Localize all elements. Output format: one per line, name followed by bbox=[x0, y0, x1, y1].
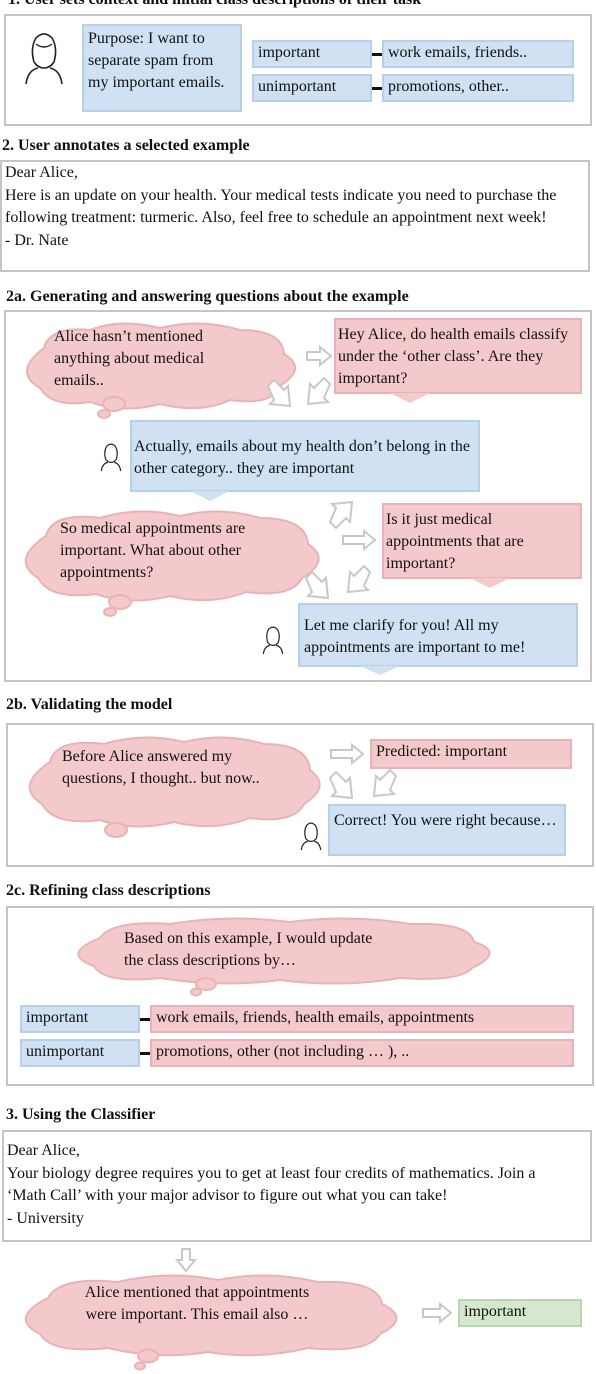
thought-cloud bbox=[26, 322, 296, 419]
class-connector bbox=[372, 87, 382, 90]
hollow-arrow-down-left bbox=[372, 768, 398, 798]
purpose-box: Purpose: I want to separate spam from my… bbox=[82, 24, 242, 112]
thought-text: Before Alice answered my questions, I th… bbox=[62, 748, 260, 787]
class-connector bbox=[372, 53, 382, 56]
thought-cloud-1: Alice hasn’t mentioned anything about me… bbox=[10, 318, 304, 419]
class-desc-important: work emails, friends.. bbox=[382, 40, 574, 68]
class-desc-label: work emails, friends.. bbox=[388, 44, 528, 61]
classification-result: important bbox=[458, 1299, 582, 1327]
example-email: Dear Alice, Here is an update on your he… bbox=[5, 164, 557, 249]
answer-text: Let me clarify for you! All my appointme… bbox=[304, 617, 526, 656]
thought-cloud bbox=[77, 917, 491, 997]
feedback-text: Correct! You were right because… bbox=[334, 812, 557, 829]
class-name-important: important bbox=[252, 40, 372, 68]
class-desc-label: promotions, other (not including … ), .. bbox=[156, 1043, 410, 1060]
hollow-arrow-up-right bbox=[328, 500, 354, 530]
new-email: Dear Alice, Your biology degree requires… bbox=[7, 1142, 536, 1227]
speech-tail bbox=[470, 578, 510, 588]
class-connector bbox=[140, 1018, 150, 1021]
answer-text: Actually, emails about my health don’t b… bbox=[134, 438, 470, 477]
thought-text: Alice mentioned that appointments were i… bbox=[84, 1284, 310, 1323]
thought-text: Alice hasn’t mentioned anything about me… bbox=[54, 328, 205, 389]
hollow-arrow-down-right bbox=[304, 570, 330, 600]
feedback-box: Correct! You were right because… bbox=[328, 804, 566, 856]
class-name-label: unimportant bbox=[258, 78, 337, 95]
step3-email-panel bbox=[2, 1130, 592, 1242]
question-box-2: Is it just medical appointments that are… bbox=[382, 503, 582, 579]
thought-text: So medical appointments are important. W… bbox=[60, 520, 246, 581]
result-label: important bbox=[464, 1303, 527, 1320]
thought-cloud-5: Alice mentioned that appointments were i… bbox=[8, 1272, 412, 1372]
class-connector bbox=[140, 1052, 150, 1055]
thought-cloud-3: Before Alice answered my questions, I th… bbox=[14, 732, 330, 844]
class-name-unimportant: unimportant bbox=[252, 74, 372, 102]
question-text: Hey Alice, do health emails classify und… bbox=[338, 326, 569, 387]
refined-class-name-important: important bbox=[20, 1005, 140, 1033]
hollow-arrow-down-right bbox=[328, 770, 354, 800]
refined-class-name-unimportant: unimportant bbox=[20, 1039, 140, 1067]
question-box-1: Hey Alice, do health emails classify und… bbox=[334, 318, 582, 394]
user-icon bbox=[262, 626, 284, 655]
answer-box-1: Actually, emails about my health don’t b… bbox=[130, 420, 480, 492]
step2c-heading: 2c. Refining class descriptions bbox=[6, 882, 211, 899]
refined-class-desc-important: work emails, friends, health emails, app… bbox=[150, 1005, 574, 1033]
hollow-arrow-down-left bbox=[346, 564, 372, 594]
step2a-heading: 2a. Generating and answering questions a… bbox=[6, 288, 409, 305]
predicted-text: Predicted: important bbox=[376, 743, 508, 760]
class-desc-label: work emails, friends, health emails, app… bbox=[156, 1009, 475, 1026]
hollow-arrow-right bbox=[330, 742, 365, 766]
speech-tail bbox=[190, 491, 230, 501]
predicted-box: Predicted: important bbox=[370, 739, 572, 769]
class-desc-label: promotions, other.. bbox=[388, 78, 509, 95]
question-text: Is it just medical appointments that are… bbox=[386, 511, 524, 572]
step3-heading: 3. Using the Classifier bbox=[6, 1106, 156, 1123]
thought-cloud bbox=[24, 1274, 398, 1371]
step2-email-panel bbox=[0, 160, 590, 272]
user-icon bbox=[300, 822, 322, 851]
class-desc-unimportant: promotions, other.. bbox=[382, 74, 574, 102]
hollow-arrow-down bbox=[174, 1248, 198, 1273]
refined-class-desc-unimportant: promotions, other (not including … ), .. bbox=[150, 1039, 574, 1067]
hollow-arrow-right bbox=[342, 528, 377, 552]
user-icon bbox=[100, 443, 122, 472]
hollow-arrow-right bbox=[422, 1301, 453, 1325]
user-icon bbox=[25, 33, 63, 85]
hollow-arrow-right bbox=[306, 344, 333, 368]
hollow-arrow-down-right bbox=[266, 378, 292, 408]
speech-tail bbox=[360, 666, 400, 675]
thought-text: Based on this example, I would update th… bbox=[124, 930, 373, 969]
step2-heading: 2. User annotates a selected example bbox=[2, 137, 250, 154]
hollow-arrow-down-left bbox=[306, 376, 332, 406]
class-name-label: unimportant bbox=[26, 1043, 105, 1060]
answer-box-2: Let me clarify for you! All my appointme… bbox=[298, 603, 578, 667]
thought-cloud-2: So medical appointments are important. W… bbox=[10, 506, 328, 617]
class-name-label: important bbox=[258, 44, 321, 61]
thought-cloud-4: Based on this example, I would update th… bbox=[60, 916, 504, 997]
step1-heading: 1. User sets context and initial class d… bbox=[8, 0, 421, 9]
speech-tail bbox=[390, 393, 430, 403]
thought-cloud bbox=[28, 736, 321, 838]
purpose-text: Purpose: I want to separate spam from my… bbox=[88, 30, 225, 91]
class-name-label: important bbox=[26, 1009, 89, 1026]
step2b-heading: 2b. Validating the model bbox=[6, 696, 173, 713]
thought-cloud bbox=[24, 510, 320, 617]
